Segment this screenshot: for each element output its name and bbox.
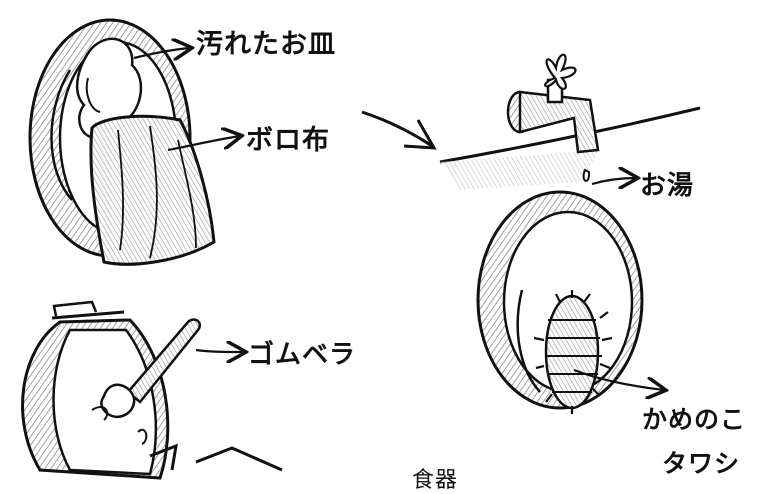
hot-water-label: お湯 <box>640 171 695 201</box>
scrubbing-brush-icon <box>533 290 613 414</box>
rubber-spatula-icon <box>91 318 202 445</box>
step-arrow-head <box>403 119 437 150</box>
rubber-spatula-label: ゴムベラ <box>248 340 357 370</box>
rag-label: ボロ布 <box>246 125 330 156</box>
step-arrow <box>361 110 433 148</box>
rag-arrow <box>167 136 240 152</box>
cut-off-caption: 食器 <box>412 468 459 493</box>
spatula-arrow <box>195 350 244 352</box>
dirty-plate-label: 汚れたお皿 <box>196 29 336 60</box>
rag-icon <box>89 114 216 266</box>
dirty-plate-arrow <box>133 48 190 58</box>
faucet-icon <box>439 53 701 190</box>
scrubbing-brush-label-line1: かめのこ <box>642 405 747 434</box>
scrubbing-brush-label-line2: タワシ <box>662 449 741 478</box>
sketch-illustration <box>21 18 701 480</box>
brush-arrow <box>573 368 664 390</box>
hot-water-arrow <box>591 178 636 184</box>
pot-icon <box>21 300 283 480</box>
